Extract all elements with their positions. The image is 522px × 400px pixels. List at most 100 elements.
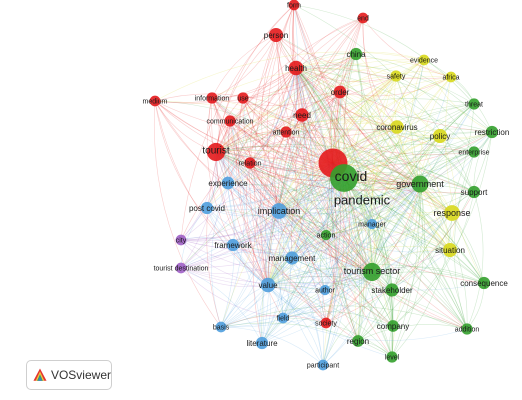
- node-manager[interactable]: [366, 218, 378, 230]
- label-manager[interactable]: manager: [358, 221, 386, 228]
- label-evidence[interactable]: evidence: [410, 57, 438, 64]
- label-participant[interactable]: participant: [307, 362, 339, 369]
- node-medium[interactable]: [149, 95, 161, 107]
- label-stakeholder[interactable]: stakeholder: [371, 286, 413, 295]
- label-china[interactable]: china: [346, 50, 366, 59]
- label-covid[interactable]: covid: [335, 168, 368, 184]
- label-response[interactable]: response: [433, 208, 470, 218]
- label-need[interactable]: need: [293, 111, 311, 120]
- node-participant[interactable]: [317, 359, 329, 371]
- label-addition[interactable]: addition: [455, 326, 480, 333]
- label-policy[interactable]: policy: [430, 132, 450, 141]
- node-restriction[interactable]: [485, 125, 499, 139]
- label-basis[interactable]: basis: [213, 324, 230, 331]
- node-stakeholder[interactable]: [385, 283, 399, 297]
- node-relation[interactable]: [244, 157, 256, 169]
- label-tourist-destination[interactable]: tourist destination: [154, 265, 209, 272]
- node-author[interactable]: [319, 284, 331, 296]
- node-society[interactable]: [320, 317, 332, 329]
- node-response[interactable]: [444, 205, 460, 221]
- node-management[interactable]: [285, 251, 299, 265]
- node-field[interactable]: [277, 312, 289, 324]
- node-communication[interactable]: [224, 115, 236, 127]
- node-use[interactable]: [237, 92, 249, 104]
- node-tourist-destination[interactable]: [175, 262, 187, 274]
- label-safety[interactable]: safety: [387, 73, 406, 80]
- node-coronavirus[interactable]: [390, 120, 404, 134]
- label-person[interactable]: person: [264, 31, 288, 40]
- node-africa[interactable]: [445, 71, 457, 83]
- node-post-covid[interactable]: [200, 201, 214, 215]
- label-coronavirus[interactable]: coronavirus: [376, 123, 417, 132]
- label-tourism-sector[interactable]: tourism sector: [344, 266, 401, 276]
- node-end[interactable]: [357, 12, 369, 24]
- node-addition[interactable]: [461, 323, 473, 335]
- node-action[interactable]: [320, 229, 332, 241]
- label-society[interactable]: society: [315, 320, 337, 327]
- label-level[interactable]: level: [385, 354, 400, 361]
- label-order[interactable]: order: [331, 88, 350, 97]
- node-company[interactable]: [387, 320, 399, 332]
- node-level[interactable]: [386, 351, 398, 363]
- node-situation[interactable]: [442, 242, 458, 258]
- node-basis[interactable]: [215, 321, 227, 333]
- label-support[interactable]: support: [461, 188, 488, 197]
- node-implication[interactable]: [271, 203, 287, 219]
- label-health[interactable]: health: [285, 64, 307, 73]
- node-policy[interactable]: [432, 128, 448, 144]
- label-information[interactable]: information: [195, 95, 230, 102]
- label-company[interactable]: company: [377, 322, 409, 331]
- node-safety[interactable]: [390, 70, 402, 82]
- label-management[interactable]: management: [269, 254, 316, 263]
- label-tourist[interactable]: tourist: [202, 146, 229, 157]
- node-need[interactable]: [295, 108, 309, 122]
- label-author[interactable]: author: [315, 287, 336, 294]
- label-post-covid[interactable]: post covid: [189, 204, 225, 213]
- node-threat[interactable]: [468, 98, 480, 110]
- label-government[interactable]: government: [396, 179, 444, 189]
- node-literature[interactable]: [255, 336, 269, 350]
- label-literature[interactable]: literature: [246, 339, 278, 348]
- label-consequence[interactable]: consequence: [460, 279, 508, 288]
- label-situation[interactable]: situation: [435, 246, 465, 255]
- label-communication[interactable]: communication: [206, 118, 253, 125]
- label-use[interactable]: use: [237, 95, 248, 102]
- label-city[interactable]: city: [176, 237, 187, 244]
- node-framework[interactable]: [226, 238, 240, 252]
- node-evidence[interactable]: [418, 54, 430, 66]
- label-africa[interactable]: africa: [442, 74, 459, 81]
- node-government[interactable]: [411, 175, 429, 193]
- node-support[interactable]: [467, 185, 481, 199]
- node-consequence[interactable]: [477, 276, 491, 290]
- label-region[interactable]: region: [347, 337, 369, 346]
- node-order[interactable]: [333, 85, 347, 99]
- node-person[interactable]: [268, 27, 284, 43]
- node-value[interactable]: [260, 277, 276, 293]
- label-form[interactable]: form: [287, 2, 301, 9]
- label-field[interactable]: field: [277, 315, 290, 322]
- node-enterprise[interactable]: [468, 146, 480, 158]
- node-region[interactable]: [352, 335, 364, 347]
- node-information[interactable]: [206, 92, 218, 104]
- label-relation[interactable]: relation: [239, 160, 262, 167]
- node-tourist[interactable]: [206, 142, 226, 162]
- label-value[interactable]: value: [258, 281, 278, 290]
- label-end[interactable]: end: [357, 15, 369, 22]
- node-health[interactable]: [288, 60, 304, 76]
- node-city[interactable]: [175, 234, 187, 246]
- label-experience[interactable]: experience: [208, 179, 248, 188]
- label-threat[interactable]: threat: [465, 101, 483, 108]
- label-restriction[interactable]: restriction: [475, 128, 510, 137]
- node-experience[interactable]: [221, 176, 235, 190]
- node-tourism-sector[interactable]: [362, 262, 382, 282]
- label-attention[interactable]: attention: [273, 129, 300, 136]
- node-attention[interactable]: [280, 126, 292, 138]
- label-framework[interactable]: framework: [214, 241, 252, 250]
- node-pandemic[interactable]: [330, 164, 358, 192]
- label-medium[interactable]: medium: [143, 98, 168, 105]
- node-china[interactable]: [349, 47, 363, 61]
- node-form[interactable]: [288, 0, 300, 11]
- label-action[interactable]: action: [317, 232, 336, 239]
- label-enterprise[interactable]: enterprise: [458, 149, 489, 156]
